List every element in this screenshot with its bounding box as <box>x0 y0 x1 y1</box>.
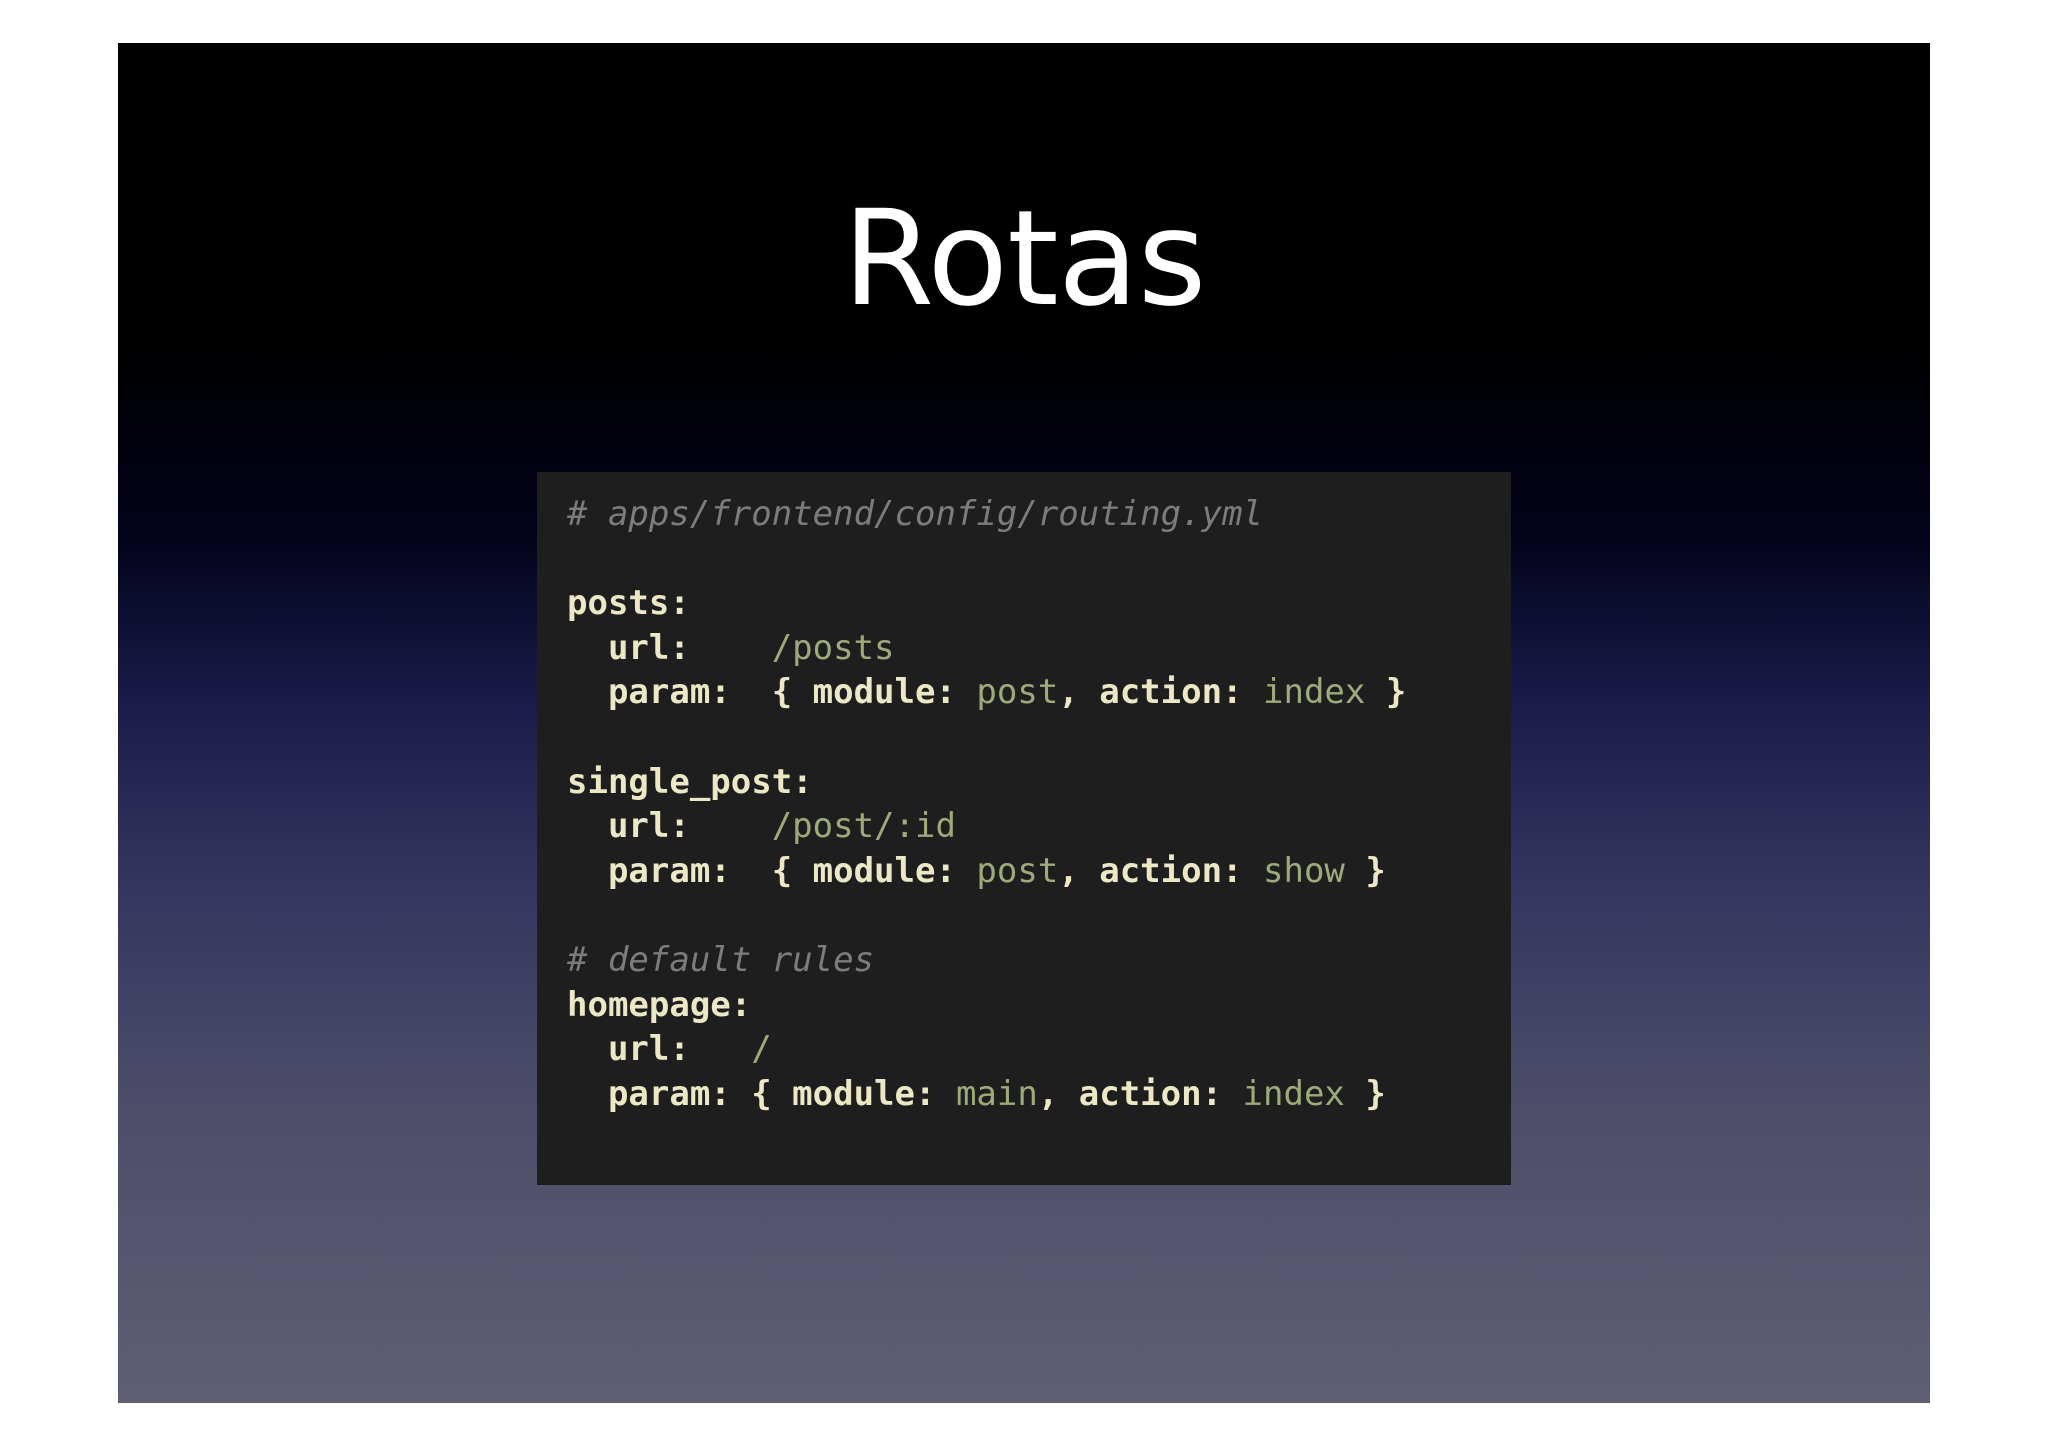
code-value: /posts <box>771 627 895 668</box>
slide: Rotas # apps/frontend/config/routing.yml… <box>118 43 1930 1403</box>
code-line: # default rules <box>567 938 1511 983</box>
code-key: homepage: <box>567 984 752 1025</box>
code-key: } <box>1365 672 1407 713</box>
code-value: show <box>1263 850 1345 891</box>
code-key: , action: <box>1058 672 1263 713</box>
code-key: param: { module: <box>567 672 977 713</box>
code-line <box>567 537 1511 582</box>
code-comment: # apps/frontend/config/routing.yml <box>567 494 1263 534</box>
code-value: / <box>751 1029 772 1070</box>
code-key: url: <box>567 1029 752 1070</box>
code-key: , action: <box>1037 1073 1243 1114</box>
code-value: post <box>976 850 1059 891</box>
code-line: posts: <box>567 581 1511 626</box>
code-key: , action: <box>1058 850 1263 891</box>
code-value: post <box>976 672 1059 713</box>
code-comment: # default rules <box>567 939 875 980</box>
code-line: single_post: <box>567 760 1511 805</box>
code-value: index <box>1242 1073 1345 1114</box>
code-key: } <box>1344 850 1386 891</box>
code-line: url: / <box>567 1027 1511 1072</box>
code-key: url: <box>567 627 772 668</box>
code-key: } <box>1344 1073 1386 1114</box>
code-key: param: { module: <box>567 850 977 891</box>
code-line: url: /post/:id <box>567 804 1511 849</box>
code-line <box>567 715 1511 760</box>
code-line: param: { module: post, action: show } <box>567 849 1511 894</box>
code-key: param: { module: <box>567 1073 956 1114</box>
code-key: single_post: <box>567 761 813 802</box>
code-line: url: /posts <box>567 626 1511 671</box>
code-value: /post/:id <box>771 806 956 847</box>
code-line: param: { module: post, action: index } <box>567 670 1511 715</box>
code-line <box>567 893 1511 938</box>
code-value: main <box>955 1073 1038 1114</box>
code-block: # apps/frontend/config/routing.yml posts… <box>537 472 1511 1185</box>
code-value: index <box>1263 672 1366 713</box>
code-line: param: { module: main, action: index } <box>567 1072 1511 1117</box>
slide-title: Rotas <box>842 182 1207 336</box>
code-line: homepage: <box>567 983 1511 1028</box>
code-line: # apps/frontend/config/routing.yml <box>567 492 1511 537</box>
code-key: url: <box>567 806 772 847</box>
code-key: posts: <box>567 583 690 624</box>
